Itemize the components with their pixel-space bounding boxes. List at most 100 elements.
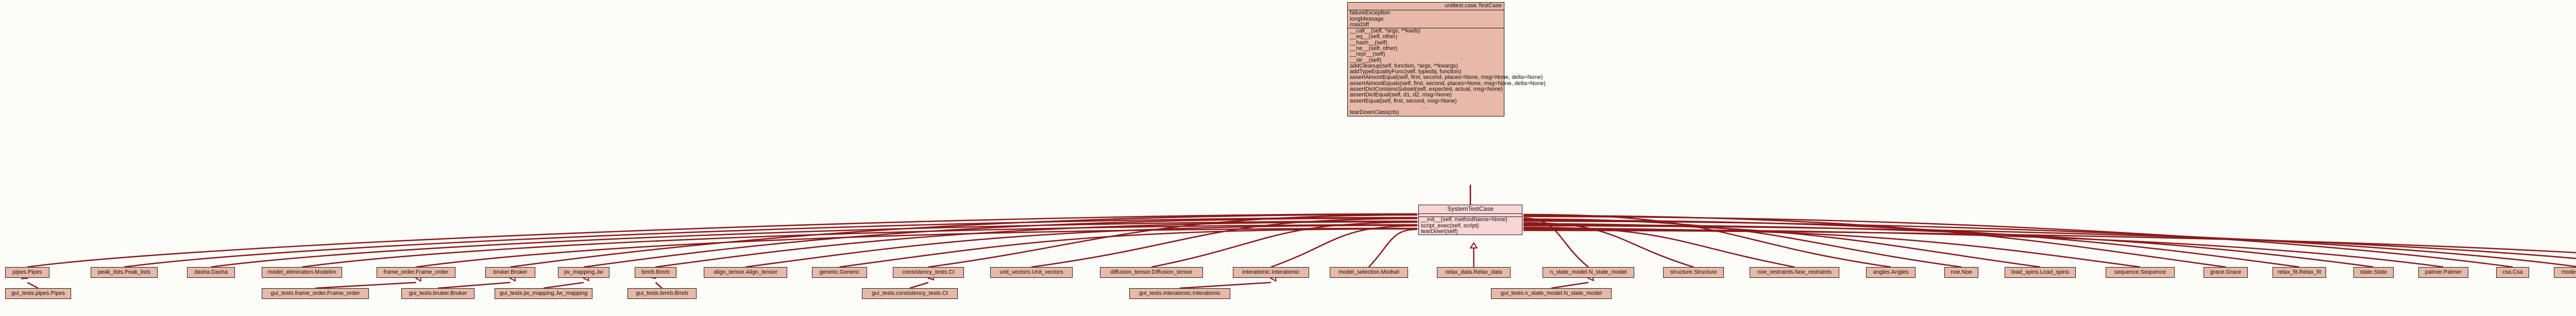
- class-name-label: model_selection.Modsel: [1338, 269, 1399, 275]
- class-box-diffusion-tensor-diffusion-tensor[interactable]: diffusion_tensor.Diffusion_tensor: [1100, 267, 1203, 278]
- class-attributes-section: [1419, 213, 1522, 217]
- class-title-section: unittest.case.TestCase: [1348, 3, 1504, 10]
- class-box-bruker-bruker[interactable]: bruker.Bruker: [485, 267, 535, 278]
- class-box-model-free-mf[interactable]: model_free.Mf: [2554, 267, 2576, 278]
- class-method-row: __ne__(self, other): [1350, 45, 1398, 52]
- class-method-row: __hash__(self): [1350, 39, 1387, 46]
- class-name-label: angles.Angles: [1873, 269, 1909, 275]
- class-name-label: load_spins.Load_spins: [2011, 269, 2069, 275]
- class-box-model-elimination-modelim[interactable]: model_elimination.Modelim: [262, 267, 342, 278]
- class-name-label: gui_tests.frame_order.Frame_order: [270, 290, 360, 296]
- class-box-jw-mapping-jw[interactable]: jw_mapping.Jw: [558, 267, 609, 278]
- class-box-generic-generic[interactable]: generic.Generic: [812, 267, 867, 278]
- class-box-load-spins-load-spins[interactable]: load_spins.Load_spins: [2005, 267, 2076, 278]
- class-name-label: csa.Csa: [2502, 269, 2523, 275]
- class-name-label: unittest.case.TestCase: [1445, 3, 1502, 9]
- class-name-label: model_elimination.Modelim: [267, 269, 336, 275]
- class-box-noe-noe[interactable]: noe.Noe: [1944, 267, 1978, 278]
- class-name-label: frame_order.Frame_order: [383, 269, 449, 275]
- class-box-pipes-pipes[interactable]: pipes.Pipes: [5, 267, 49, 278]
- class-title-section: SystemTestCase: [1419, 205, 1522, 213]
- class-name-label: peak_lists.Peak_lists: [97, 269, 151, 275]
- class-box-gui-tests-interatomic-interatomic[interactable]: gui_tests.interatomic.Interatomic: [1129, 288, 1230, 299]
- class-box-gui-tests-jw-mapping-jw-mapping[interactable]: gui_tests.jw_mapping.Jw_mapping: [495, 288, 592, 299]
- class-box-palmer-palmer[interactable]: palmer.Palmer: [2418, 267, 2468, 278]
- class-name-label: diffusion_tensor.Diffusion_tensor: [1110, 269, 1193, 275]
- class-box-structure-structure[interactable]: structure.Structure: [1663, 267, 1724, 278]
- class-method-row: __str__(self): [1350, 57, 1382, 63]
- class-name-label: unit_vectors.Unit_vectors: [999, 269, 1063, 275]
- class-name-label: generic.Generic: [819, 269, 860, 275]
- class-box-gui-tests-consistency-tests-ct[interactable]: gui_tests.consistency_tests.Ct: [862, 288, 958, 299]
- class-method-row: tearDown(self): [1421, 228, 1458, 235]
- class-method-row: assertDictEqual(self, d1, d2, msg=None): [1350, 92, 1452, 98]
- class-box-unit-vectors-unit-vectors[interactable]: unit_vectors.Unit_vectors: [990, 267, 1073, 278]
- class-box-consistency-tests-ct[interactable]: consistency_tests.Ct: [893, 267, 964, 278]
- class-method-row: assertEqual(self, first, second, msg=Non…: [1350, 97, 1457, 104]
- class-box-interatomic-interatomic[interactable]: interatomic.Interatomic: [1233, 267, 1309, 278]
- class-method-row: __init__(self, methodName=None): [1421, 217, 1507, 223]
- class-box-sequence-sequence[interactable]: sequence.Sequence: [2106, 267, 2175, 278]
- class-method-row: addCleanup(self, function, *args, **kwar…: [1350, 62, 1458, 69]
- class-method-row: __eq__(self, other): [1350, 34, 1398, 40]
- class-attribute-row: failureException: [1350, 10, 1391, 16]
- class-box-frame-order-frame-order[interactable]: frame_order.Frame_order: [377, 267, 455, 278]
- class-box-gui-tests-bruker-bruker[interactable]: gui_tests.bruker.Bruker: [401, 288, 474, 299]
- class-box-bmrb-bmrb[interactable]: bmrb.Bmrb: [635, 267, 676, 278]
- class-method-row: script_exec(self, script): [1421, 222, 1479, 229]
- class-name-label: SystemTestCase: [1447, 205, 1494, 212]
- class-name-label: state.State: [2360, 269, 2387, 275]
- class-name-label: gui_tests.bruker.Bruker: [409, 290, 467, 296]
- class-attribute-row: maxDiff: [1350, 21, 1369, 28]
- class-box-grace-grace[interactable]: grace.Grace: [2204, 267, 2248, 278]
- class-box-gui-tests-bmrb-bmrb[interactable]: gui_tests.bmrb.Bmrb: [628, 288, 697, 299]
- class-box-systemtestcase[interactable]: SystemTestCase __init__(self, methodName…: [1418, 205, 1522, 236]
- class-box-csa-csa[interactable]: csa.Csa: [2496, 267, 2529, 278]
- class-name-label: bmrb.Bmrb: [641, 269, 670, 275]
- class-name-label: gui_tests.bmrb.Bmrb: [636, 290, 688, 296]
- class-name-label: palmer.Palmer: [2425, 269, 2462, 275]
- class-methods-section: __call__(self, *args, **kwds)__eq__(self…: [1348, 28, 1546, 115]
- class-name-label: gui_tests.pipes.Pipes: [11, 290, 65, 296]
- class-name-label: model_free.Mf: [2561, 269, 2576, 275]
- class-box-model-selection-modsel[interactable]: model_selection.Modsel: [1330, 267, 1408, 278]
- class-name-label: bruker.Bruker: [493, 269, 528, 275]
- class-method-row: __repr__(self): [1350, 51, 1385, 58]
- class-method-row: assertAlmostEquals(self, first, second, …: [1350, 80, 1546, 87]
- class-method-row: assertAlmostEqual(self, first, second, p…: [1350, 74, 1543, 81]
- class-box-gui-tests-frame-order-frame-order[interactable]: gui_tests.frame_order.Frame_order: [262, 288, 369, 299]
- class-name-label: gui_tests.consistency_tests.Ct: [872, 290, 948, 296]
- class-box-peak-lists-peak-lists[interactable]: peak_lists.Peak_lists: [91, 267, 158, 278]
- class-name-label: n_state_model.N_state_model: [1550, 269, 1627, 275]
- class-box-align-tensor-align-tensor[interactable]: align_tensor.Align_tensor: [704, 267, 787, 278]
- class-method-row: …: [1422, 103, 1429, 110]
- class-box-relax-data-relax-data[interactable]: relax_data.Relax_data: [1437, 267, 1511, 278]
- class-name-label: gui_tests.n_state_model.N_state_model: [1500, 290, 1602, 296]
- class-box-gui-tests-n-state-model-n-state-model[interactable]: gui_tests.n_state_model.N_state_model: [1491, 288, 1612, 299]
- class-name-label: pipes.Pipes: [12, 269, 42, 275]
- class-method-row: __call__(self, *args, **kwds): [1350, 28, 1420, 35]
- class-name-label: consistency_tests.Ct: [902, 269, 955, 275]
- class-method-row: addTypeEqualityFunc(self, typeobj, funct…: [1350, 69, 1462, 75]
- class-box-dasha-dasha[interactable]: dasha.Dasha: [187, 267, 235, 278]
- class-box-n-state-model-n-state-model[interactable]: n_state_model.N_state_model: [1543, 267, 1634, 278]
- class-name-label: structure.Structure: [1670, 269, 1717, 275]
- class-name-label: dasha.Dasha: [194, 269, 228, 275]
- class-name-label: gui_tests.jw_mapping.Jw_mapping: [499, 290, 588, 296]
- class-name-label: relax_fit.Relax_fit: [2277, 269, 2321, 275]
- class-methods-section: __init__(self, methodName=None)script_ex…: [1419, 217, 1522, 235]
- class-method-row: assertDictContainsSubset(self, expected,…: [1350, 86, 1503, 93]
- class-box-relax-fit-relax-fit[interactable]: relax_fit.Relax_fit: [2273, 267, 2326, 278]
- class-box-gui-tests-pipes-pipes[interactable]: gui_tests.pipes.Pipes: [5, 288, 71, 299]
- class-name-label: interatomic.Interatomic: [1242, 269, 1300, 275]
- class-name-label: align_tensor.Align_tensor: [714, 269, 777, 275]
- class-box-noe-restraints-noe-restraints[interactable]: noe_restraints.Noe_restraints: [1750, 267, 1839, 278]
- class-name-label: noe.Noe: [1951, 269, 1972, 275]
- class-box-state-state[interactable]: state.State: [2353, 267, 2394, 278]
- class-name-label: sequence.Sequence: [2114, 269, 2166, 275]
- class-name-label: jw_mapping.Jw: [564, 269, 603, 275]
- class-box-angles-angles[interactable]: angles.Angles: [1866, 267, 1916, 278]
